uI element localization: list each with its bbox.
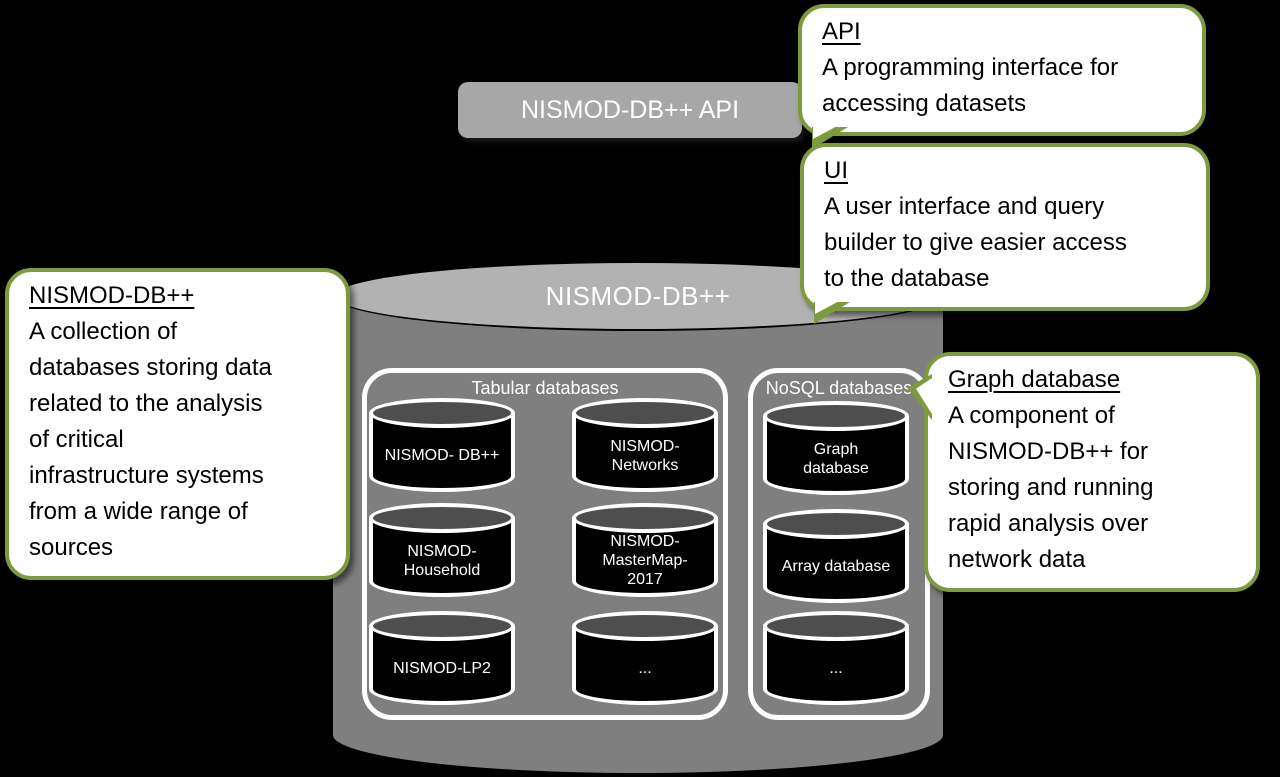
db-cylinder-top-ellipse [369, 398, 515, 428]
callout-api: API A programming interface for accessin… [798, 4, 1206, 149]
db-cylinder-label: NISMOD- MasterMap- 2017 [602, 533, 688, 588]
nosql-databases-group: NoSQL databases Graph database Array dat… [748, 368, 930, 720]
db-cylinder-label: Array database [781, 558, 891, 575]
callout-api-body: A programming interface for accessing da… [822, 54, 1119, 117]
callout-nismod-db: NISMOD-DB++ A collection of databases st… [5, 268, 350, 580]
callout-graph-database-body: A component of NISMOD-DB++ for storing a… [948, 402, 1154, 573]
db-cylinder-label: ... [829, 660, 843, 677]
api-bar-label: NISMOD-DB++ API [520, 95, 740, 124]
api-bar: NISMOD-DB++ API [458, 82, 802, 138]
db-cylinder-top-ellipse [763, 509, 909, 539]
callout-ui-body: A user interface and query builder to gi… [824, 193, 1127, 292]
db-cylinder-graph-database: Graph database [763, 401, 909, 495]
db-cylinder-nismod-networks: NISMOD- Networks [572, 398, 718, 492]
callout-graph-database-title: Graph database [948, 366, 1121, 393]
nosql-databases-label: NoSQL databases [765, 378, 913, 398]
db-cylinder-top-ellipse [572, 398, 718, 428]
db-cylinder-label: NISMOD- DB++ [384, 447, 500, 464]
db-cylinder-top-ellipse [369, 503, 515, 533]
tabular-databases-label: Tabular databases [471, 378, 619, 398]
db-cylinder-array-database: Array database [763, 509, 909, 603]
callout-tail [907, 374, 932, 420]
db-cylinder-nismod-lp2: NISMOD-LP2 [369, 611, 515, 705]
db-cylinder-label: NISMOD- Household [403, 542, 481, 579]
db-cylinder-tabular-more: ... [572, 611, 718, 705]
tabular-databases-group: Tabular databases NISMOD- DB++ NISMOD- N… [362, 368, 728, 720]
db-cylinder-nismod-household: NISMOD- Household [369, 503, 515, 597]
db-cylinder-nismod-mastermap: NISMOD- MasterMap- 2017 [572, 503, 718, 597]
db-cylinder-top-ellipse [763, 401, 909, 431]
callout-api-title: API [822, 18, 861, 45]
db-cylinder-label: NISMOD- Networks [610, 437, 680, 474]
callout-graph-database: Graph database A component of NISMOD-DB+… [907, 352, 1260, 592]
db-cylinder-label: NISMOD-LP2 [393, 660, 491, 677]
callout-ui-title: UI [824, 157, 848, 184]
callout-nismod-db-title: NISMOD-DB++ [29, 282, 195, 309]
nismod-db-cylinder-title: NISMOD-DB++ [545, 280, 731, 311]
db-cylinder-top-ellipse [369, 611, 515, 641]
db-cylinder-label: Graph database [803, 440, 869, 477]
db-cylinder-top-ellipse [572, 611, 718, 641]
callout-nismod-db-body: A collection of databases storing data r… [29, 318, 272, 561]
db-cylinder-top-ellipse [763, 611, 909, 641]
db-cylinder-nosql-more: ... [763, 611, 909, 705]
db-cylinder-shape [572, 626, 718, 705]
db-cylinder-top-ellipse [572, 503, 718, 533]
db-cylinder-nismod-db: NISMOD- DB++ [369, 398, 515, 492]
callout-tail [814, 300, 850, 324]
db-cylinder-label: ... [638, 660, 652, 677]
callout-ui: UI A user interface and query builder to… [800, 143, 1210, 324]
